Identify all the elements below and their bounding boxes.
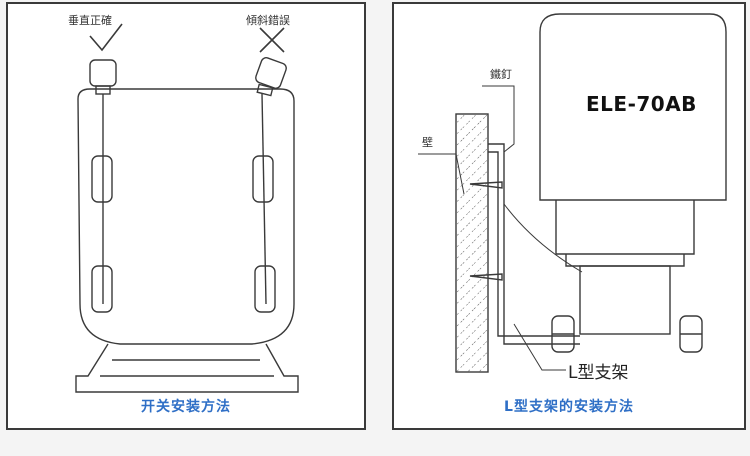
nail-lower xyxy=(469,273,503,281)
caption-switch-installation: 开关安装方法 xyxy=(141,399,231,415)
heater-support xyxy=(579,265,671,335)
label-vertical-correct: 垂直正確 xyxy=(68,14,112,27)
label-tilted-wrong: 傾斜錯誤 xyxy=(246,14,290,27)
wall xyxy=(455,113,489,373)
heater-base xyxy=(555,200,695,255)
label-wall: 壁 xyxy=(422,136,433,149)
tank-stand xyxy=(75,343,299,393)
tank-outline xyxy=(77,88,295,345)
leader-bracket xyxy=(513,323,566,371)
leader-nail xyxy=(482,85,515,153)
wheel-left xyxy=(551,315,575,353)
label-nail: 鐵釘 xyxy=(490,68,512,81)
cross-icon xyxy=(259,27,285,53)
leader-bracket-2 xyxy=(503,203,583,273)
label-l-bracket: L型支架 xyxy=(568,363,629,383)
l-bracket-installation-drawing xyxy=(418,13,727,373)
switch-installation-drawing xyxy=(75,23,299,393)
check-icon xyxy=(89,23,123,52)
nail-upper xyxy=(469,181,503,189)
caption-l-bracket-installation: L型支架的安装方法 xyxy=(504,399,634,415)
float-switch-vertical xyxy=(89,59,117,313)
wheel-right xyxy=(679,315,703,353)
panel-switch-installation: 垂直正確 傾斜錯誤 开关安装方法 xyxy=(6,2,366,430)
heater-body xyxy=(539,13,727,201)
heater-lower xyxy=(565,254,685,267)
l-bracket xyxy=(488,143,580,345)
float-switch-tilted xyxy=(252,57,287,313)
model-name: ELE-70AB xyxy=(586,92,697,116)
leader-wall xyxy=(418,153,465,195)
panel-l-bracket-installation: 鐵釘 壁 ELE-70AB L型支架 L型支架的安装方法 xyxy=(392,2,746,430)
